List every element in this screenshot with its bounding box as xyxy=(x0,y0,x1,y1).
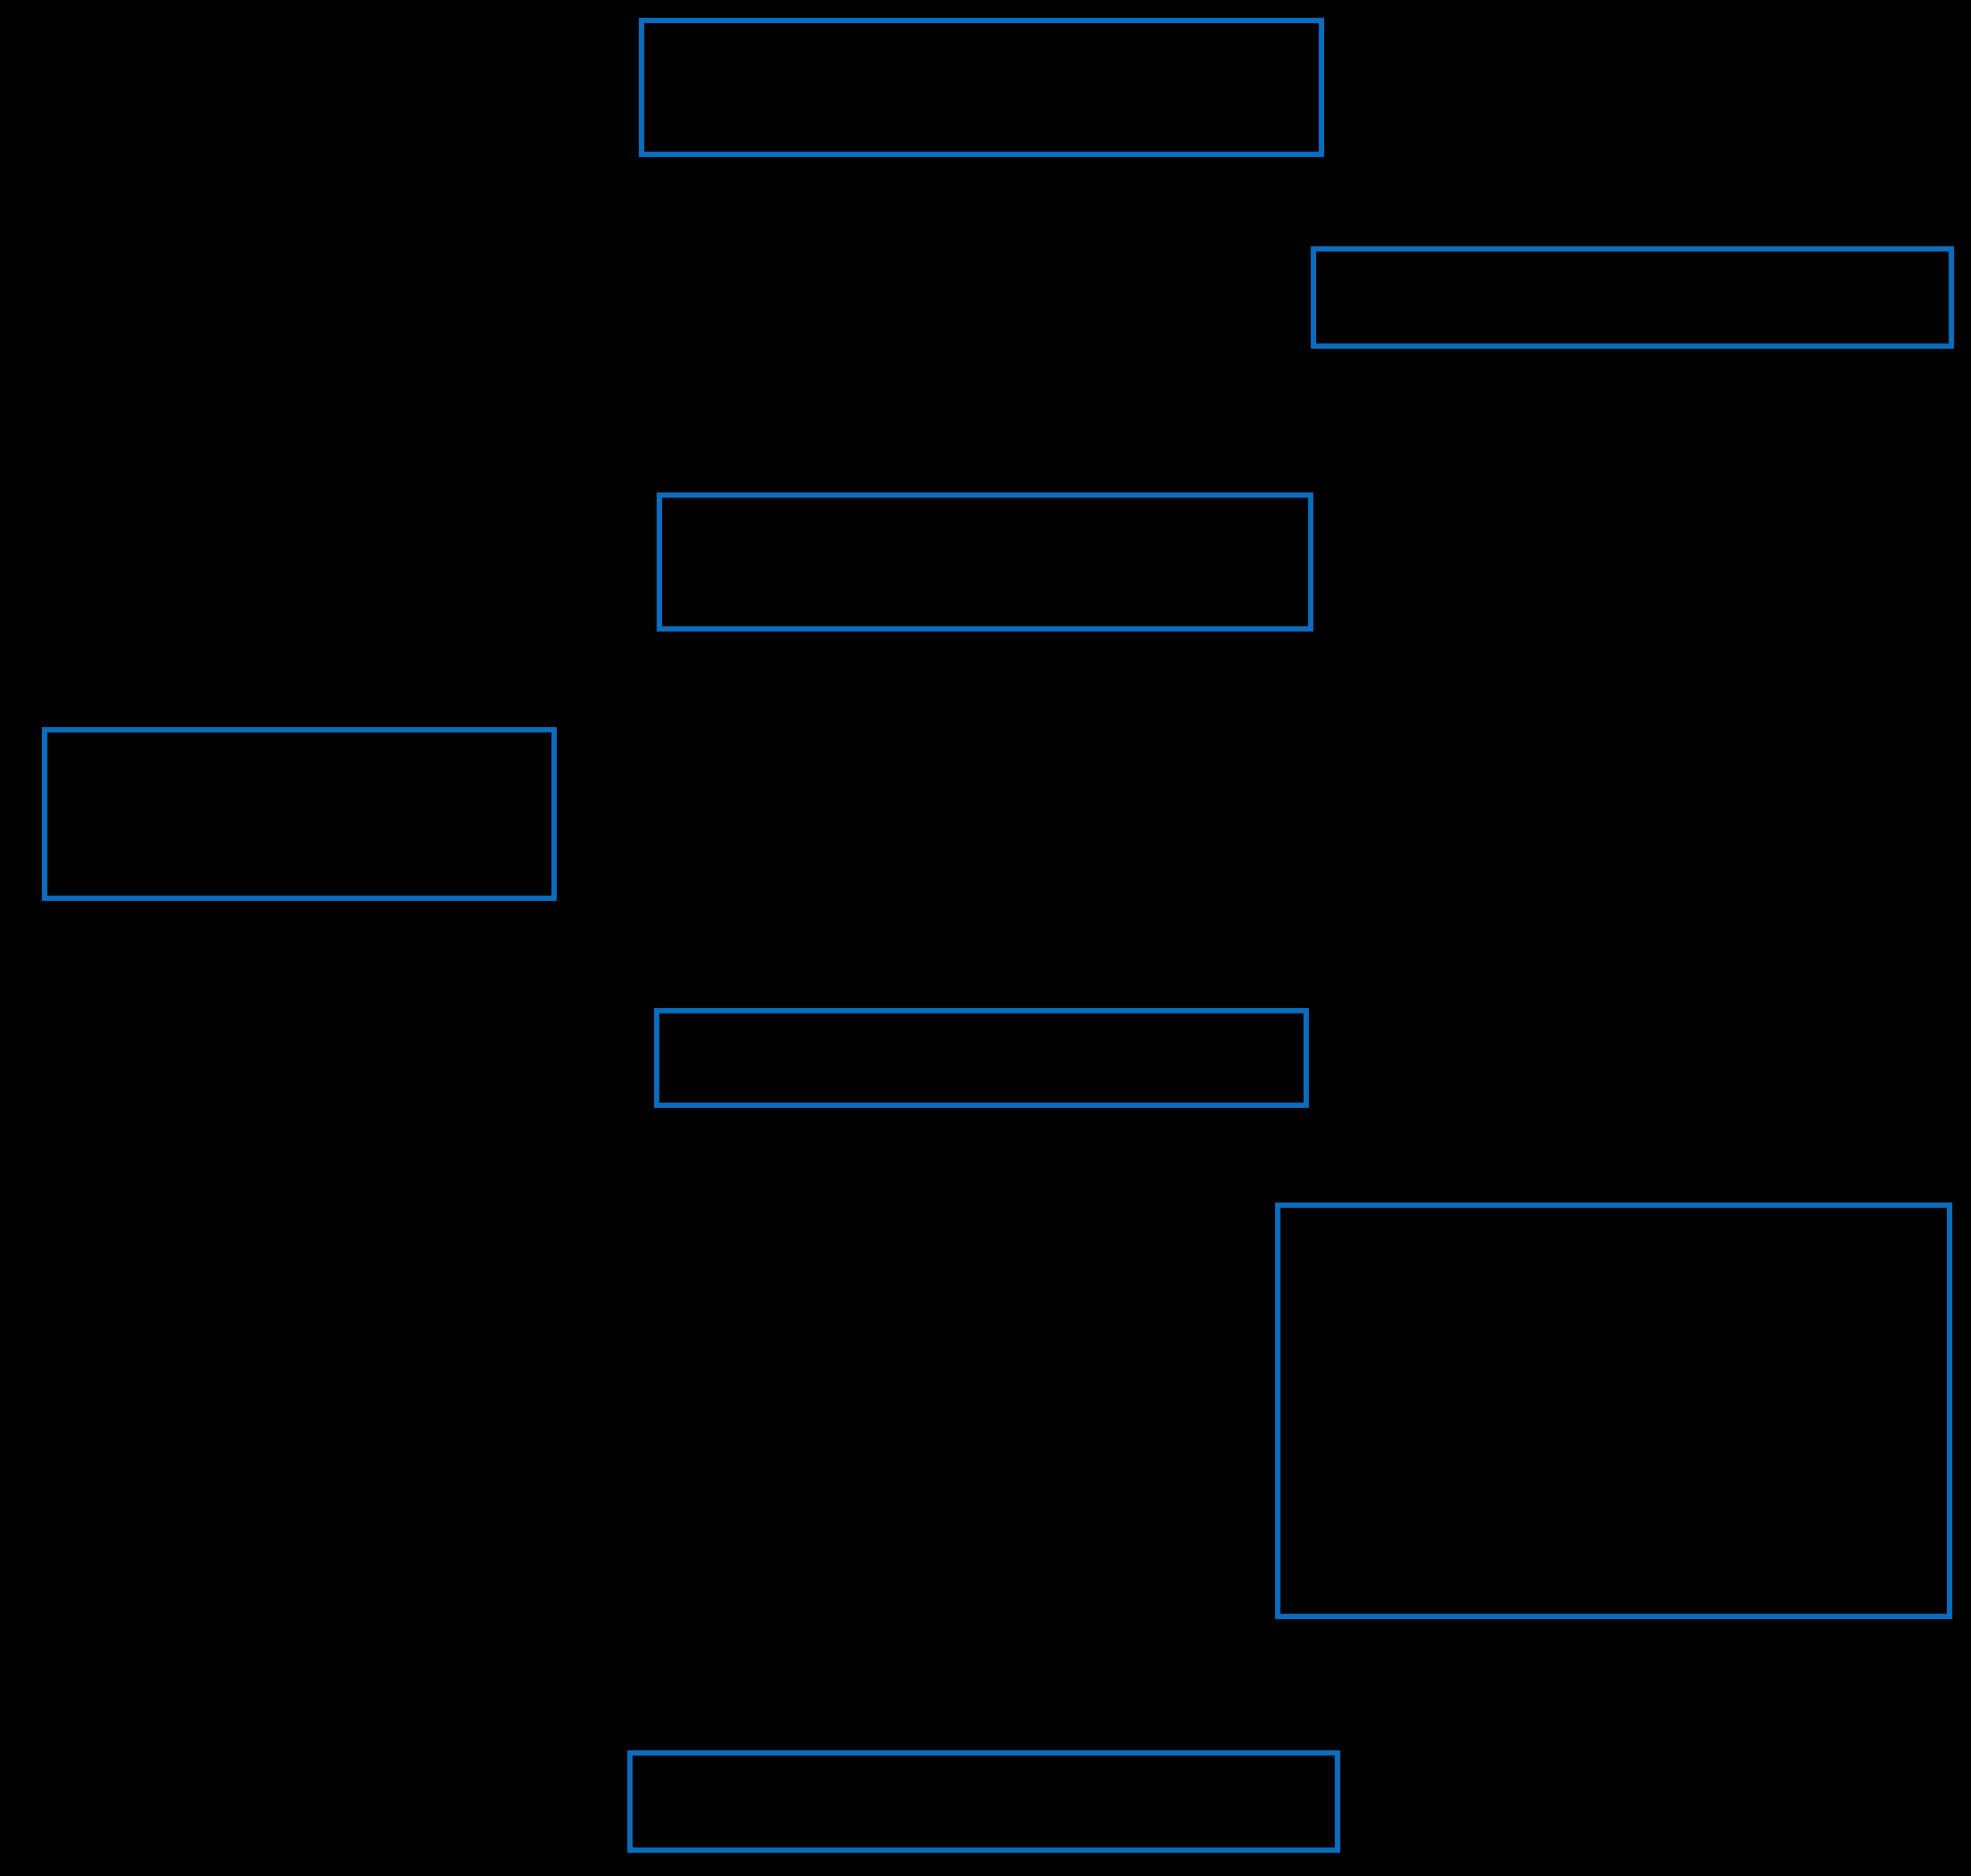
annotation-bounding-box-7 xyxy=(627,1750,1340,1853)
annotation-bounding-box-3 xyxy=(657,492,1313,632)
annotation-bounding-box-1 xyxy=(639,18,1324,157)
annotation-bounding-box-5 xyxy=(654,1008,1309,1108)
annotation-bounding-box-6 xyxy=(1275,1202,1952,1619)
annotation-bounding-box-4 xyxy=(42,727,557,901)
annotation-bounding-box-2 xyxy=(1311,246,1954,349)
